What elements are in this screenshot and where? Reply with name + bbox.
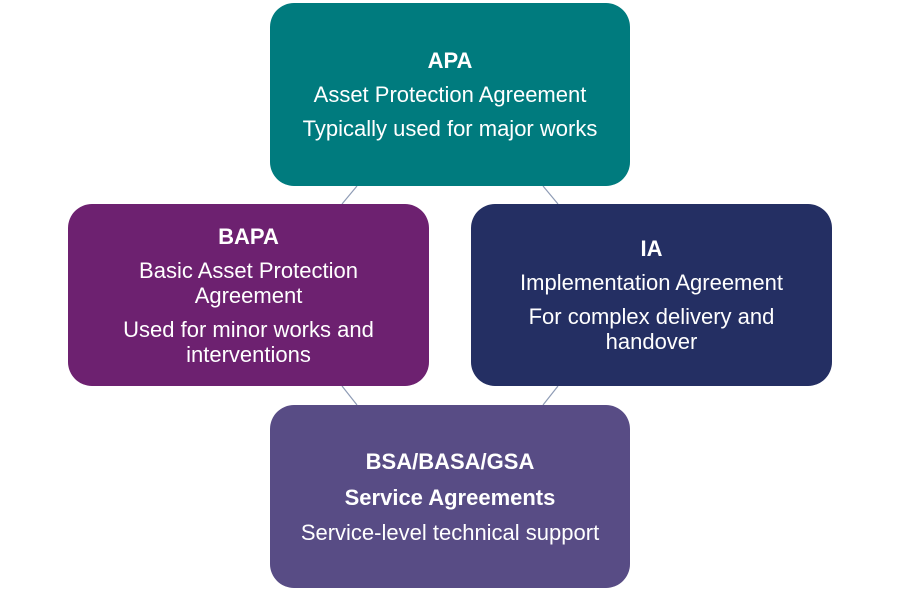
apa-subtitle: Asset Protection Agreement xyxy=(313,82,587,107)
apa-title: APA xyxy=(427,48,473,73)
ia-description: For complex delivery and handover xyxy=(528,304,775,354)
bapa-box: BAPA Basic Asset Protection Agreement Us… xyxy=(68,204,429,386)
bsa-title: BSA/BASA/GSA xyxy=(365,448,535,474)
connector-apa-bapa xyxy=(341,185,358,205)
bsa-description: Service-level technical support xyxy=(300,519,600,545)
connector-apa-ia xyxy=(542,185,559,205)
bapa-title: BAPA xyxy=(218,223,279,249)
apa-box: APA Asset Protection Agreement Typically… xyxy=(270,3,630,186)
ia-box: IA Implementation Agreement For complex … xyxy=(471,204,832,386)
bsa-box: BSA/BASA/GSA Service Agreements Service-… xyxy=(270,405,630,588)
connector-ia-bsa xyxy=(542,385,559,406)
bapa-subtitle: Basic Asset Protection Agreement xyxy=(139,257,358,308)
bapa-description: Used for minor works and interventions xyxy=(123,316,374,367)
ia-title: IA xyxy=(640,236,663,261)
connector-bapa-bsa xyxy=(341,385,358,406)
apa-description: Typically used for major works xyxy=(302,116,598,141)
bsa-subtitle: Service Agreements xyxy=(344,484,556,510)
ia-subtitle: Implementation Agreement xyxy=(520,270,783,295)
